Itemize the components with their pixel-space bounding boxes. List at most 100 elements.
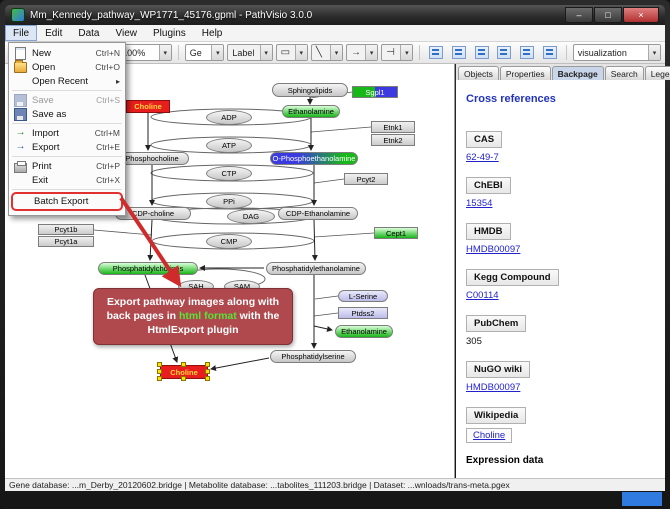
pathway-node-ppi[interactable]: PPi — [206, 194, 252, 209]
selection-handle[interactable] — [181, 362, 186, 367]
line-tool-dropdown[interactable]: ╲ ▾ — [310, 44, 343, 61]
pathway-node-ethanolamine-top[interactable]: Ethanolamine — [282, 105, 340, 118]
toolbar-separator — [419, 45, 421, 60]
gene-node-dropdown[interactable]: Ge ▾ — [184, 44, 225, 61]
pathway-node-cept1[interactable]: Cept1 — [374, 227, 418, 239]
menu-item-import[interactable]: → Import Ctrl+M — [15, 127, 121, 139]
visualization-value: visualization — [577, 47, 627, 58]
menu-item-save-as[interactable]: Save as — [9, 107, 125, 121]
cas-link[interactable]: 62-49-7 — [466, 152, 499, 163]
pathway-node-sgpl1[interactable]: Sgpl1 — [352, 86, 398, 98]
pathway-node-etnk1[interactable]: Etnk1 — [371, 121, 415, 133]
tbar-tool-icon: ⊣ — [386, 47, 395, 58]
menu-item-save[interactable]: Save Ctrl+S — [9, 93, 125, 107]
same-height-button[interactable] — [540, 43, 560, 62]
catalysis-line — [313, 312, 339, 317]
menu-help[interactable]: Help — [201, 27, 223, 39]
chevron-down-icon[interactable]: ▾ — [329, 45, 342, 60]
tab-backpage[interactable]: Backpage — [551, 66, 604, 80]
align-top-button[interactable] — [472, 43, 492, 62]
selection-handle[interactable] — [205, 369, 210, 374]
align-center-button[interactable] — [449, 43, 469, 62]
selection-handle[interactable] — [157, 362, 162, 367]
menu-item-open-recent[interactable]: Open Recent ▸ — [32, 75, 120, 87]
chevron-down-icon[interactable]: ▾ — [365, 45, 378, 60]
pathway-node-choline-top[interactable]: Choline — [126, 100, 170, 113]
pathway-node-choline-bottom[interactable]: Choline — [157, 362, 210, 381]
tab-properties[interactable]: Properties — [499, 66, 551, 80]
align-center-icon — [451, 46, 466, 59]
highlight-text: html format — [179, 310, 237, 323]
pathway-node-ptdss2[interactable]: Ptdss2 — [338, 307, 388, 319]
menu-item-open[interactable]: Open Ctrl+O — [9, 59, 125, 74]
pathway-node-phosphatidylethanolamine[interactable]: Phosphatidylethanolamine — [266, 262, 366, 275]
menu-file[interactable]: File — [5, 25, 38, 41]
pathway-node-phosphatidylserine[interactable]: Phosphatidylserine — [270, 350, 356, 363]
menu-item-new[interactable]: New Ctrl+N — [9, 46, 125, 60]
chevron-down-icon[interactable]: ▾ — [211, 45, 224, 60]
backpage-section-chebi: ChEBI 15354 — [466, 175, 655, 209]
tab-legend[interactable]: Legend — [644, 66, 670, 80]
menu-data[interactable]: Data — [78, 27, 100, 39]
pathway-node-pcyt1a[interactable]: Pcyt1a — [38, 236, 94, 247]
align-left-button[interactable] — [426, 43, 446, 62]
pathway-node-pcyt2[interactable]: Pcyt2 — [344, 173, 388, 185]
pathway-node-atp[interactable]: ATP — [206, 138, 252, 153]
import-icon: → — [15, 127, 26, 138]
chevron-down-icon[interactable]: ▾ — [400, 45, 413, 60]
tab-search[interactable]: Search — [604, 66, 644, 80]
kegg-link[interactable]: C00114 — [466, 290, 499, 301]
same-width-button[interactable] — [517, 43, 537, 62]
pathway-node-dag[interactable]: DAG — [227, 209, 275, 224]
pathway-node-l-serine[interactable]: L-Serine — [338, 290, 388, 302]
pathway-node-cdp-ethanolamine[interactable]: CDP-Ethanolamine — [278, 207, 358, 220]
menu-item-export[interactable]: → Export Ctrl+E — [15, 141, 121, 153]
maximize-button[interactable]: □ — [594, 7, 622, 23]
selection-handle[interactable] — [205, 362, 210, 367]
side-panel: Objects Properties Backpage Search Legen… — [456, 64, 670, 478]
section-header: CAS — [466, 131, 503, 148]
menu-item-print[interactable]: Print Ctrl+P — [9, 159, 125, 173]
chevron-down-icon[interactable]: ▾ — [294, 45, 307, 60]
title-bar[interactable]: Mm_Kennedy_pathway_WP1771_45176.gpml - P… — [5, 5, 665, 25]
pathway-node-ethanolamine-2[interactable]: Ethanolamine — [335, 325, 393, 338]
chevron-down-icon[interactable]: ▾ — [648, 45, 661, 60]
selection-handle[interactable] — [157, 376, 162, 381]
selection-handle[interactable] — [205, 376, 210, 381]
selection-handle[interactable] — [157, 369, 162, 374]
pathway-node-cdp-choline[interactable]: CDP-choline — [115, 207, 191, 220]
nugo-link[interactable]: HMDB00097 — [466, 382, 521, 393]
selection-handle[interactable] — [181, 376, 186, 381]
chevron-down-icon[interactable]: ▾ — [158, 45, 171, 60]
menu-view[interactable]: View — [115, 27, 137, 39]
menu-plugins[interactable]: Plugins — [152, 27, 186, 39]
pathway-node-cmp[interactable]: CMP — [206, 234, 252, 249]
pathway-node-o-phosphoethanolamine[interactable]: O-Phosphoethanolamine — [270, 152, 358, 165]
pathway-node-etnk2[interactable]: Etnk2 — [371, 134, 415, 146]
close-button[interactable]: × — [623, 7, 659, 23]
pathway-node-sphingolipids[interactable]: Sphingolipids — [272, 83, 348, 97]
chevron-down-icon[interactable]: ▾ — [259, 45, 272, 60]
arrow-tool-dropdown[interactable]: → ▾ — [345, 44, 379, 61]
pathway-edge — [311, 219, 318, 261]
label-tool-dropdown[interactable]: Label ▾ — [227, 44, 273, 61]
wikipedia-link[interactable]: Choline — [466, 428, 513, 443]
minimize-button[interactable]: – — [565, 7, 593, 23]
shape-tool-dropdown[interactable]: ▭ ▾ — [275, 44, 308, 61]
visualization-combobox[interactable]: visualization ▾ — [572, 44, 662, 61]
pathway-node-pcyt1b[interactable]: Pcyt1b — [38, 224, 94, 235]
align-middle-button[interactable] — [495, 43, 515, 62]
pathway-node-ctp[interactable]: CTP — [206, 166, 252, 181]
tbar-tool-dropdown[interactable]: ⊣ ▾ — [381, 44, 414, 61]
hmdb-link[interactable]: HMDB00097 — [466, 244, 521, 255]
menu-item-batch-export[interactable]: Batch Export — [11, 192, 123, 211]
tab-objects[interactable]: Objects — [458, 66, 499, 80]
menu-item-exit[interactable]: Exit Ctrl+X — [32, 174, 120, 186]
pathway-node-phosphocholine[interactable]: Phosphocholine — [115, 152, 189, 165]
same-width-icon — [520, 46, 535, 59]
pathway-node-phosphatidylcholines[interactable]: Phosphatidylcholines — [98, 262, 198, 275]
menu-edit[interactable]: Edit — [45, 27, 63, 39]
chebi-link[interactable]: 15354 — [466, 198, 493, 209]
pathway-node-adp[interactable]: ADP — [206, 110, 252, 125]
